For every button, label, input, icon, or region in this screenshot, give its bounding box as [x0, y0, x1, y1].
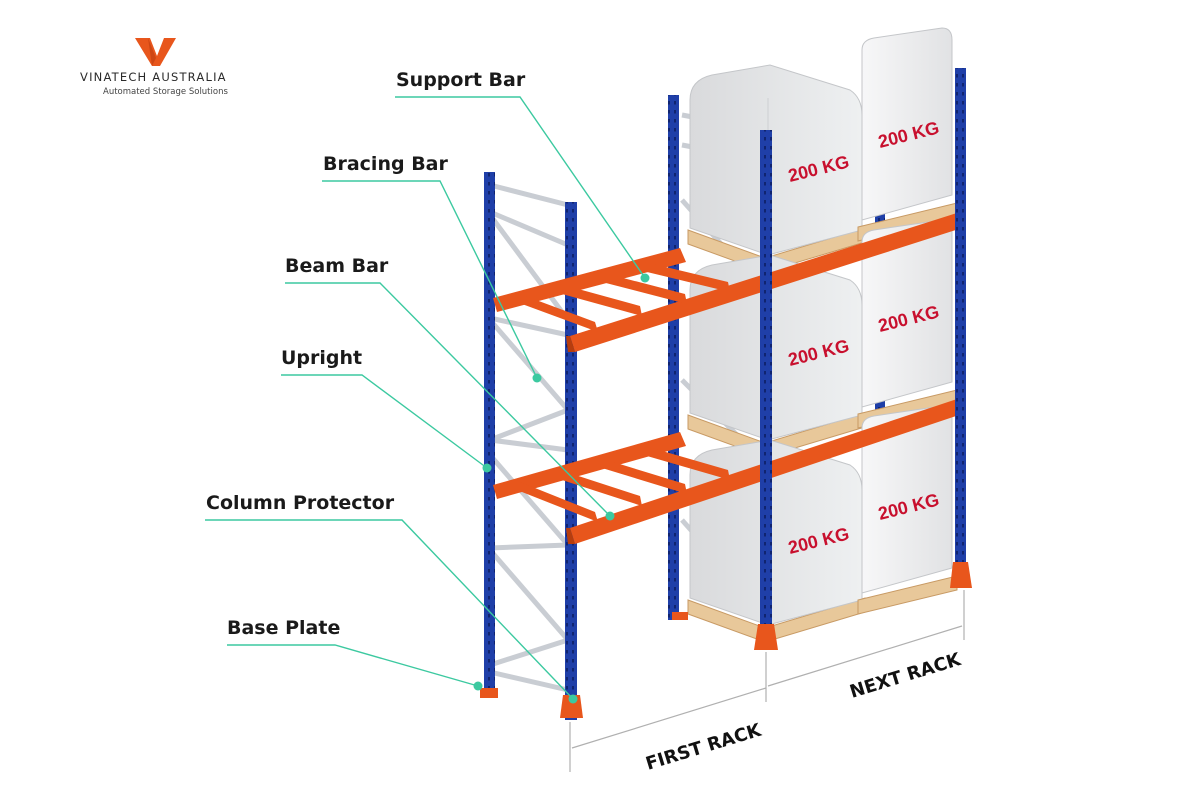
callout-lines — [205, 96, 646, 700]
brand-name: VINATECH AUSTRALIA — [80, 70, 227, 84]
callout-bracing-bar: Bracing Bar — [323, 153, 448, 175]
base-plate-leader — [227, 644, 479, 687]
callout-support-bar: Support Bar — [396, 69, 526, 91]
callout-dots — [473, 273, 650, 704]
upright-dot — [482, 463, 492, 473]
column-protector-dot — [568, 694, 578, 704]
upright-right-front — [955, 68, 966, 576]
brand-logo: VINATECH AUSTRALIA Automated Storage Sol… — [80, 38, 228, 97]
callout-labels: Support Bar Bracing Bar Beam Bar Upright… — [206, 69, 526, 639]
beam-bar-dot — [605, 511, 615, 521]
column-protector-mid — [754, 624, 778, 650]
next-rack-label: NEXT RACK — [847, 649, 964, 703]
callout-base-plate: Base Plate — [227, 617, 340, 639]
column-protector-right — [950, 562, 972, 588]
callout-upright: Upright — [281, 347, 362, 369]
pallet — [857, 575, 958, 615]
upright-left-back — [484, 172, 495, 696]
upright-leader — [281, 374, 488, 469]
dimension-lines — [569, 590, 965, 772]
pallet-load: 200 KG — [687, 64, 866, 273]
callout-column-protector: Column Protector — [206, 492, 395, 514]
bracing-bar-leader — [322, 180, 538, 379]
base-plate-back — [480, 688, 498, 698]
column-protector — [560, 695, 583, 718]
base-plate-dot — [473, 681, 483, 691]
pallet-load: 200 KG — [857, 27, 958, 242]
support-bar-leader — [395, 96, 646, 279]
next-rack-dimension — [767, 625, 963, 687]
upright-left-front — [565, 202, 577, 720]
callout-beam-bar: Beam Bar — [285, 255, 389, 277]
upright-mid-front — [760, 130, 772, 642]
upright-mid-back — [668, 95, 679, 620]
bracing-bar-dot — [532, 373, 542, 383]
load-box — [861, 27, 953, 221]
brand-tagline: Automated Storage Solutions — [103, 87, 228, 97]
brand-v-icon — [135, 38, 176, 66]
first-rack-label: FIRST RACK — [643, 720, 764, 775]
column-protector-leader — [205, 519, 574, 700]
first-rack-dimension — [571, 687, 767, 749]
front-uprights — [672, 68, 972, 650]
pallet-load: 200 KG — [857, 405, 958, 615]
support-bar-dot — [640, 273, 650, 283]
bracing-bars — [487, 182, 571, 693]
beam-bar-leader — [285, 282, 611, 517]
first-rack — [480, 172, 583, 720]
